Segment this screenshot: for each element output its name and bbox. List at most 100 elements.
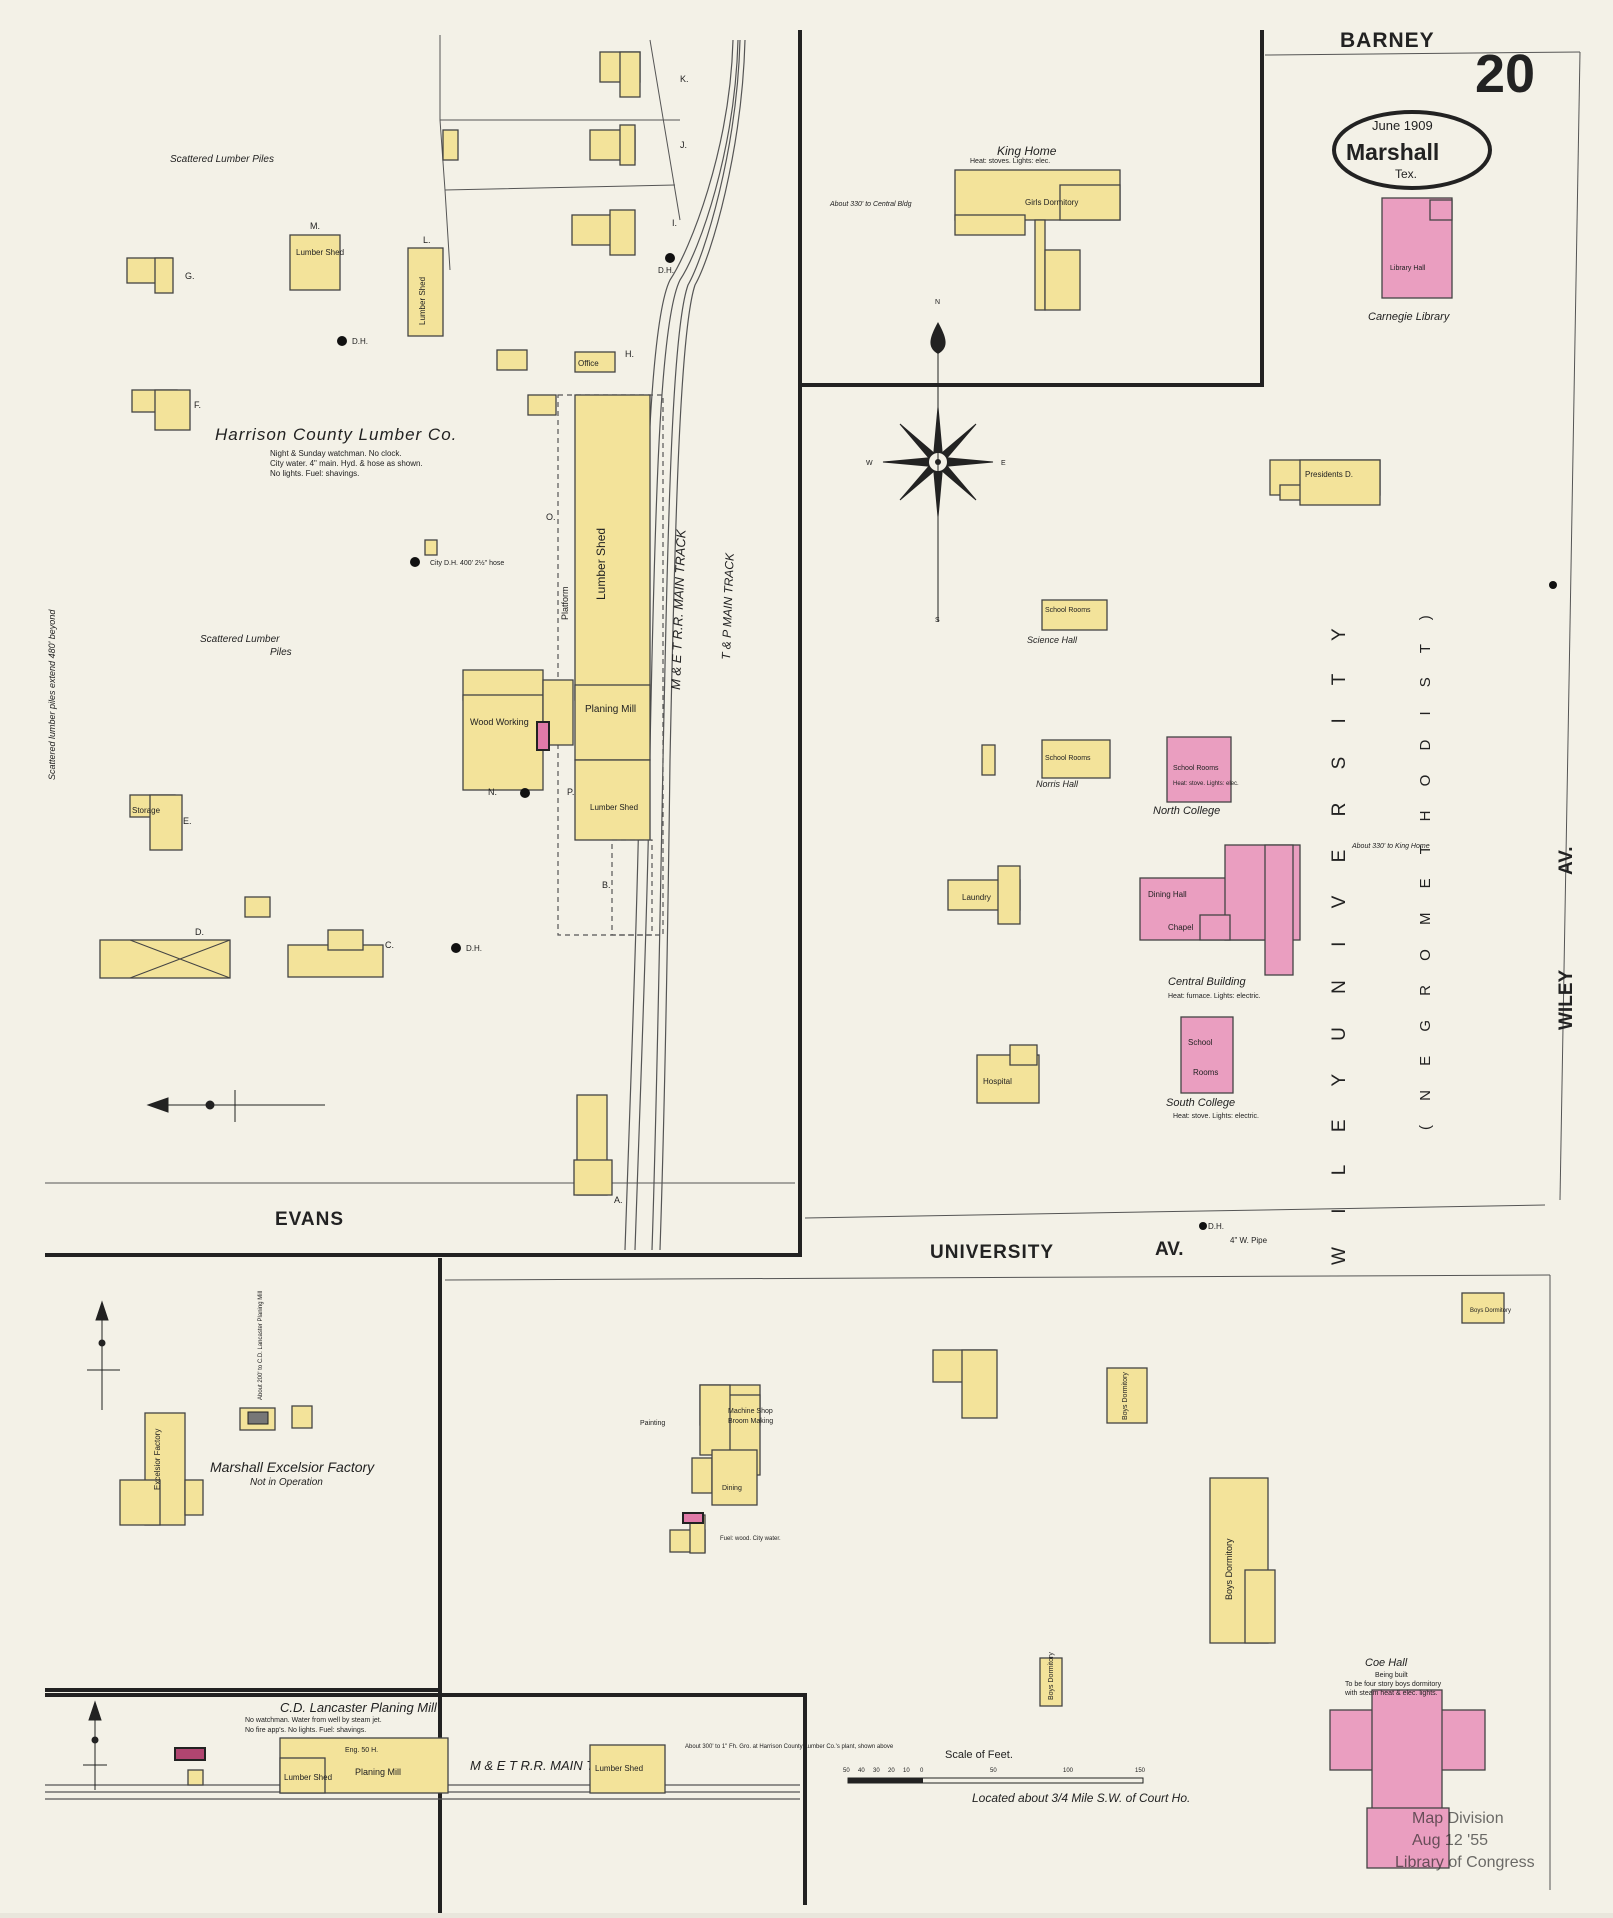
chapel-label: Chapel	[1168, 923, 1194, 932]
scattered-side-note: Scattered lumber piles extend 480' beyon…	[47, 609, 57, 780]
compass-n: N	[935, 299, 940, 306]
city-dh-label: City D.H. 400' 2½" hose	[430, 559, 504, 567]
presidents-label: Presidents D.	[1305, 470, 1353, 479]
dh-label-4: D.H.	[1208, 1222, 1224, 1231]
hydrants	[337, 253, 1557, 1230]
girls-dorm-label: Girls Dormitory	[1025, 198, 1078, 207]
lumber-shed-small: Lumber Shed	[590, 803, 638, 812]
svg-text:B.: B.	[602, 880, 611, 890]
svg-text:F.: F.	[194, 400, 201, 410]
campus-label-wiley-university: W I L E Y U N I V E R S I T Y	[1329, 614, 1350, 1265]
svg-text:50: 50	[843, 1768, 850, 1774]
shed-m-label: Lumber Shed	[296, 248, 344, 257]
campus-labels: King Home Heat: stoves. Lights: elec. Gi…	[640, 144, 1511, 1700]
scattered-piles-1: Scattered Lumber Piles	[170, 154, 274, 165]
king-home-note: Heat: stoves. Lights: elec.	[970, 158, 1050, 165]
svg-text:Aug 12 '55: Aug 12 '55	[1412, 1832, 1488, 1849]
school-label: School	[1188, 1038, 1213, 1047]
boys-dorm-k: Boys Dormitory	[1224, 1538, 1234, 1600]
coe-hall-note1: Being built	[1375, 1672, 1408, 1679]
lancaster-note2: No fire app's. No lights. Fuel: shavings…	[245, 1727, 366, 1734]
svg-text:I.: I.	[672, 218, 677, 228]
scale-bar: Scale of Feet. 50 40 30 20 10 0 50 100 1…	[843, 1749, 1190, 1805]
svg-text:Library of Congress: Library of Congress	[1395, 1854, 1535, 1871]
platform-label: Platform	[560, 586, 570, 620]
svg-text:O.: O.	[546, 512, 556, 522]
street-wiley-av: AV.	[1556, 846, 1577, 875]
science-hall-label: Science Hall	[1027, 635, 1078, 645]
coe-hall-note3: with steam heat & elec. lights.	[1344, 1690, 1438, 1697]
dining-hall-label: Dining Hall	[1148, 890, 1187, 899]
south-college-label: South College	[1166, 1097, 1235, 1109]
lancaster-mill-label: Planing Mill	[355, 1767, 401, 1777]
central-bldg-note: About 330' to Central Bldg	[829, 201, 912, 208]
street-wiley: WILEY	[1556, 970, 1577, 1030]
compass-e: E	[1001, 460, 1006, 467]
city-cartouche: June 1909 Marshall Tex.	[1332, 110, 1492, 190]
scale-location: Located about 3/4 Mile S.W. of Court Ho.	[972, 1791, 1190, 1805]
coe-hall-label: Coe Hall	[1365, 1657, 1408, 1669]
dh-label-3: D.H.	[466, 944, 482, 953]
main-lumber-shed-label: Lumber Shed	[594, 528, 608, 600]
king-home-distance: About 330' to King Home	[1351, 843, 1430, 850]
compass-rose: N S E W	[866, 299, 1006, 624]
king-home-label: King Home	[997, 144, 1057, 158]
lumber-yard-labels: Harrison County Lumber Co. Night & Sunda…	[47, 154, 638, 815]
lumber-co-title: Harrison County Lumber Co.	[215, 425, 457, 444]
central-building-note: Heat: furnace. Lights: electric.	[1168, 993, 1261, 1000]
coe-hall-note2: To be four story boys dormitory	[1345, 1681, 1442, 1688]
lumber-co-note1: Night & Sunday watchman. No clock.	[270, 449, 402, 458]
pipe-note: 4" W. Pipe	[1230, 1236, 1268, 1245]
lancaster-far-note: About 300' to 1" Fh. Gro. at Harrison Co…	[685, 1744, 894, 1750]
svg-text:N.: N.	[488, 787, 497, 797]
lumber-yard-buildings	[99, 51, 664, 1196]
excelsior-note: About 200' to C.D. Lancaster Planing Mil…	[258, 1291, 264, 1400]
scattered-piles-2b: Piles	[270, 647, 292, 658]
loc-stamp: Map Division Aug 12 '55 Library of Congr…	[1395, 1810, 1535, 1871]
dining-small-label: Dining	[722, 1485, 742, 1492]
wood-working-label: Wood Working	[470, 717, 529, 727]
office-label: Office	[578, 359, 599, 368]
svg-text:A.: A.	[614, 1195, 623, 1205]
svg-text:L.: L.	[423, 235, 431, 245]
scattered-piles-2: Scattered Lumber	[200, 634, 280, 645]
sheet-number: 20	[1475, 44, 1535, 104]
building-letters: M. L. K. J. I. H. G. F. E. D. C. B. A. O…	[183, 74, 689, 1205]
cartouche-date: June 1909	[1372, 118, 1433, 133]
excelsior-subtitle: Not in Operation	[250, 1477, 323, 1488]
fuel-note: Fuel: wood. City water.	[720, 1536, 781, 1542]
railroad-label-tp: T & P MAIN TRACK	[719, 552, 737, 660]
svg-text:E.: E.	[183, 816, 192, 826]
carnegie-rooms: Library Hall	[1390, 265, 1426, 272]
svg-text:D.: D.	[195, 927, 204, 937]
science-rooms: School Rooms	[1045, 607, 1091, 614]
railroad-label-mket: M & E T R.R. MAIN TRACK	[668, 528, 689, 690]
cartouche-state: Tex.	[1395, 167, 1417, 181]
cartouche-city: Marshall	[1346, 139, 1439, 165]
boys-dorm-e: Boys Dormitory	[1122, 1372, 1129, 1420]
svg-text:40: 40	[858, 1768, 865, 1774]
north-college-label: North College	[1153, 805, 1220, 817]
svg-text:Map Division: Map Division	[1412, 1810, 1504, 1827]
machine-shop-label: Machine Shop	[728, 1408, 773, 1415]
north-arrow-lumber	[146, 1090, 325, 1122]
lancaster-shed-label: Lumber Shed	[284, 1773, 332, 1782]
hospital-label: Hospital	[983, 1077, 1012, 1086]
painting-label: Painting	[640, 1420, 665, 1427]
broom-label: Broom Making	[728, 1418, 773, 1425]
svg-text:10: 10	[903, 1768, 910, 1774]
north-college-rooms: School Rooms	[1173, 765, 1219, 772]
svg-text:150: 150	[1135, 1768, 1146, 1774]
scale-title: Scale of Feet.	[945, 1749, 1013, 1761]
svg-text:0: 0	[920, 1768, 924, 1774]
lancaster-buildings	[174, 1737, 666, 1794]
excelsior-title: Marshall Excelsior Factory	[210, 1459, 375, 1475]
svg-text:100: 100	[1063, 1768, 1074, 1774]
street-evans: EVANS	[275, 1209, 344, 1230]
norris-rooms: School Rooms	[1045, 755, 1091, 762]
svg-text:20: 20	[888, 1768, 895, 1774]
south-college-note: Heat: stove. Lights: electric.	[1173, 1113, 1259, 1120]
svg-text:H.: H.	[625, 349, 634, 359]
laundry-label: Laundry	[962, 893, 991, 902]
